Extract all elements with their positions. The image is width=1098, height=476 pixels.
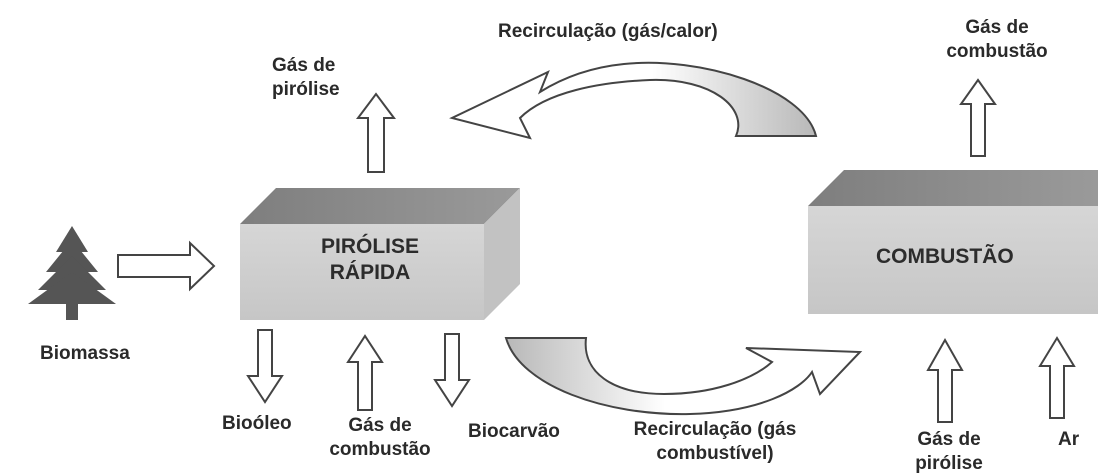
combustion-gas-in-line2: combustão (329, 439, 431, 460)
combustion-gas-out-arrow (959, 78, 997, 157)
combustion-label: COMBUSTÃO (876, 245, 1014, 268)
pyrolysis-gas-in-line1: Gás de (917, 429, 981, 450)
combustion-gas-in-arrow (346, 334, 384, 411)
recirculation-top-label: Recirculação (gás/calor) (498, 21, 718, 42)
bio-oil-arrow (246, 329, 284, 404)
combustion-gas-out-line1: Gás de (965, 17, 1029, 38)
biomass-label: Biomassa (40, 343, 130, 364)
tree-icon (28, 226, 116, 320)
recirculation-bottom-line2: combustível) (656, 443, 774, 464)
biomass-to-pyrolysis-arrow (117, 240, 216, 292)
combustion-box-top (808, 170, 1098, 206)
combustion-box (808, 170, 1098, 314)
pyrolysis-box-front (240, 224, 484, 320)
pyrolysis-gas-out-line2: pirólise (272, 79, 340, 100)
recirculation-bottom-label: Recirculação (gás combustível) (620, 418, 810, 466)
recirculation-bottom-line1: Recirculação (gás (633, 419, 797, 440)
biochar-arrow (433, 333, 471, 408)
pyrolysis-label-line1: PIRÓLISE (320, 235, 420, 258)
pyrolysis-gas-in-arrow (926, 337, 964, 423)
pyrolysis-gas-in-label: Gás de pirólise (904, 428, 994, 476)
pyrolysis-box (240, 188, 520, 320)
pyrolysis-gas-in-line2: pirólise (915, 453, 983, 474)
pyrolysis-box-side (484, 188, 520, 320)
combustion-box-front (808, 206, 1098, 314)
air-label: Ar (1058, 429, 1080, 450)
pyrolysis-label-line2: RÁPIDA (329, 261, 411, 284)
recirculation-top-arrow (449, 61, 818, 140)
air-arrow (1038, 336, 1076, 419)
pyrolysis-gas-out-line1: Gás de (272, 55, 336, 76)
combustion-gas-out-line2: combustão (946, 41, 1048, 62)
pyrolysis-gas-out-label: Gás de pirólise (272, 54, 340, 102)
pyrolysis-gas-out-arrow (356, 92, 396, 173)
combustion-gas-out-label: Gás de combustão (922, 16, 1072, 64)
pyrolysis-box-top (240, 188, 520, 224)
pyrolysis-label: PIRÓLISE RÁPIDA (300, 234, 440, 286)
combustion-gas-in-line1: Gás de (348, 415, 412, 436)
biochar-label: Biocarvão (468, 421, 560, 442)
recirculation-bottom-arrow (504, 337, 863, 416)
bio-oil-label: Bioóleo (222, 413, 292, 434)
combustion-gas-in-label: Gás de combustão (320, 414, 440, 462)
